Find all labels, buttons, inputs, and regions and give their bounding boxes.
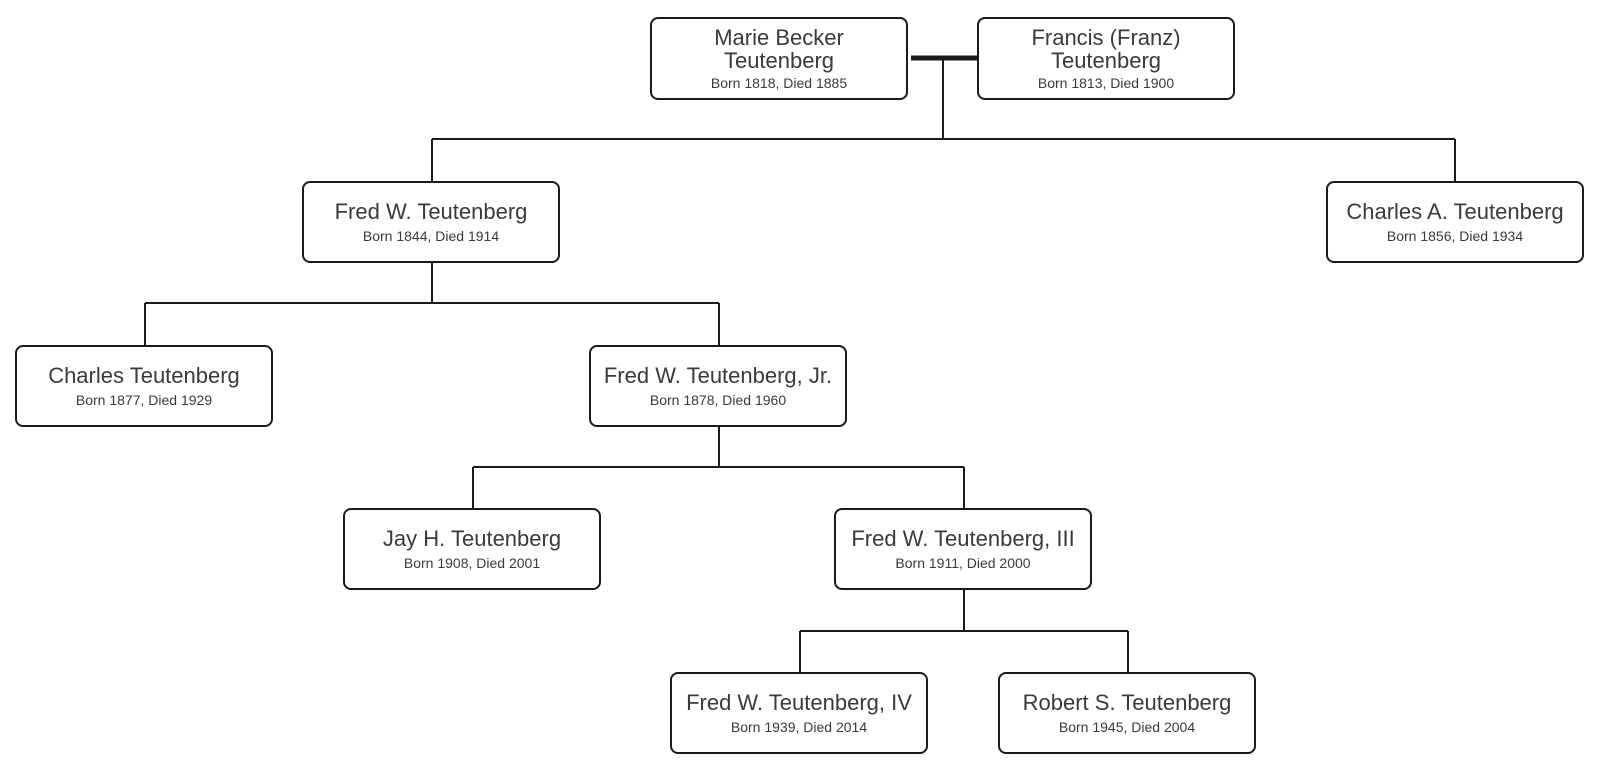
connector-fred-jr-children	[472, 427, 965, 508]
person-dates: Born 1939, Died 2014	[730, 718, 868, 735]
person-name: Charles Teutenberg	[48, 362, 240, 388]
person-dates: Born 1945, Died 2004	[1058, 718, 1196, 735]
person-dates: Born 1878, Died 1960	[649, 391, 787, 408]
person-box-marie-becker-teutenberg[interactable]: Marie Becker Teutenberg Born 1818, Died …	[650, 17, 908, 100]
person-dates: Born 1877, Died 1929	[75, 391, 213, 408]
connector-fred-iii-children	[799, 590, 1129, 672]
person-dates: Born 1856, Died 1934	[1386, 227, 1524, 244]
person-dates: Born 1911, Died 2000	[895, 554, 1031, 571]
person-dates: Born 1844, Died 1914	[362, 227, 500, 244]
person-name: Francis (Franz) Teutenberg	[1031, 24, 1181, 73]
person-dates: Born 1818, Died 1885	[710, 74, 848, 91]
person-name: Fred W. Teutenberg, IV	[686, 689, 912, 715]
person-box-jay-h-teutenberg[interactable]: Jay H. Teutenberg Born 1908, Died 2001	[343, 508, 601, 590]
person-box-fred-w-teutenberg-jr[interactable]: Fred W. Teutenberg, Jr. Born 1878, Died …	[589, 345, 847, 427]
person-name: Fred W. Teutenberg	[334, 198, 528, 224]
connector-fred-w-children	[144, 263, 720, 345]
person-name: Robert S. Teutenberg	[1022, 689, 1232, 715]
person-box-fred-w-teutenberg-iv[interactable]: Fred W. Teutenberg, IV Born 1939, Died 2…	[670, 672, 928, 754]
person-name: Charles A. Teutenberg	[1346, 198, 1564, 224]
person-box-charles-teutenberg[interactable]: Charles Teutenberg Born 1877, Died 1929	[15, 345, 273, 427]
person-name: Fred W. Teutenberg, Jr.	[603, 362, 833, 388]
person-box-fred-w-teutenberg-iii[interactable]: Fred W. Teutenberg, III Born 1911, Died …	[834, 508, 1092, 590]
person-box-charles-a-teutenberg[interactable]: Charles A. Teutenberg Born 1856, Died 19…	[1326, 181, 1584, 263]
person-box-francis-teutenberg[interactable]: Francis (Franz) Teutenberg Born 1813, Di…	[977, 17, 1235, 100]
person-name: Fred W. Teutenberg, III	[851, 525, 1075, 551]
person-name: Jay H. Teutenberg	[382, 525, 562, 551]
connector-gen1-children	[431, 58, 1456, 181]
person-box-fred-w-teutenberg[interactable]: Fred W. Teutenberg Born 1844, Died 1914	[302, 181, 560, 263]
person-name: Marie Becker Teutenberg	[714, 24, 844, 73]
person-dates: Born 1908, Died 2001	[403, 554, 541, 571]
person-box-robert-s-teutenberg[interactable]: Robert S. Teutenberg Born 1945, Died 200…	[998, 672, 1256, 754]
person-dates: Born 1813, Died 1900	[1037, 74, 1175, 91]
